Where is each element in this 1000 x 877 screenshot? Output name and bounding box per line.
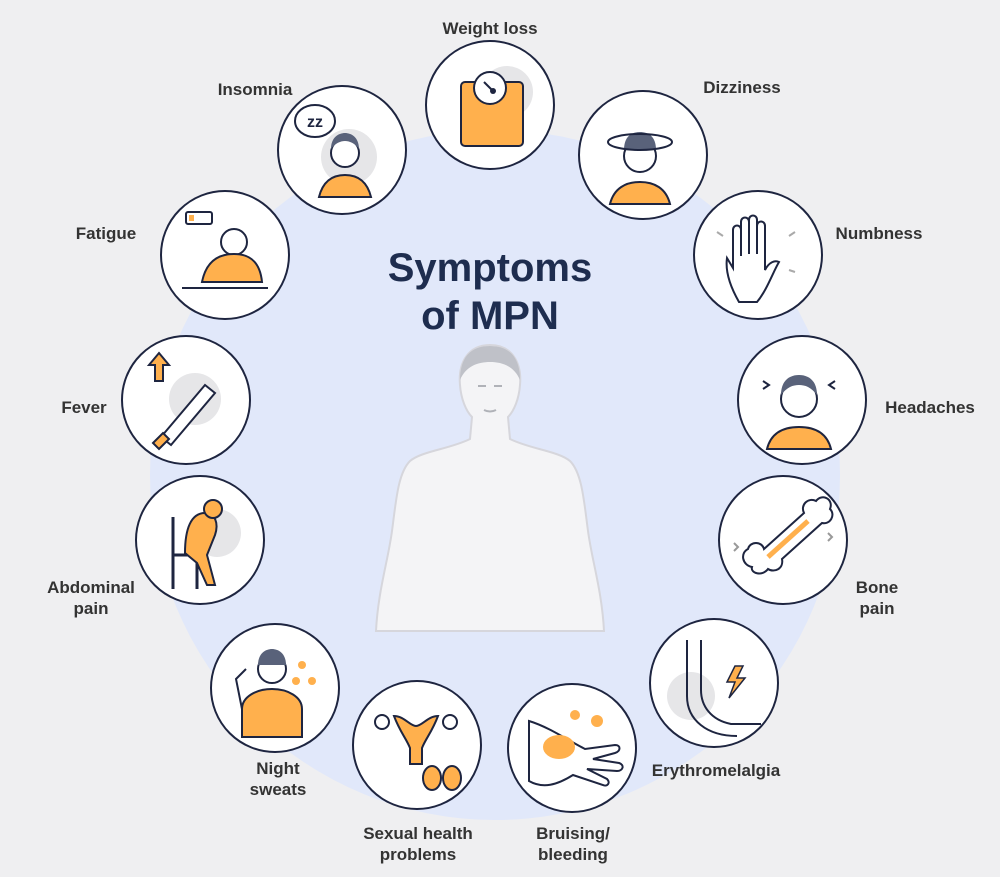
label-weight-loss: Weight loss	[442, 19, 538, 38]
label-insomnia: Insomnia	[217, 80, 293, 99]
fever-node	[121, 335, 251, 465]
scale-icon	[460, 66, 533, 147]
weight-loss-node	[425, 40, 555, 170]
label-fever: Fever	[61, 398, 107, 417]
dizziness-node	[578, 90, 708, 220]
insomnia-node: zz	[277, 85, 407, 215]
title-line-2: of MPN	[421, 294, 559, 338]
headaches-node	[737, 335, 867, 465]
tired-person-icon	[182, 211, 268, 289]
sweating-person-icon	[234, 649, 316, 738]
reproductive-organs-icon	[374, 714, 462, 791]
bone-icon	[733, 496, 834, 575]
label-night-sweats: Night sweats	[249, 759, 307, 799]
bruised-hand-icon	[528, 710, 624, 787]
label-erythromelalgia: Erythromelalgia	[651, 761, 781, 780]
label-dizziness: Dizziness	[703, 78, 781, 97]
sexual-health-node	[352, 680, 482, 810]
title-line-1: Symptoms	[387, 246, 593, 290]
label-bone-pain: Bone pain	[855, 578, 899, 618]
human-body-illustration	[374, 343, 606, 632]
sitting-person-icon	[171, 499, 241, 589]
label-sexual-health: Sexual health problems	[363, 824, 473, 864]
hand-icon	[716, 214, 796, 303]
night-sweats-node	[210, 623, 340, 753]
fatigue-node	[160, 190, 290, 320]
bone-pain-node	[718, 475, 848, 605]
thermometer-icon	[146, 351, 221, 451]
label-headaches: Headaches	[885, 398, 975, 417]
dizzy-person-icon	[607, 132, 673, 205]
abdominal-pain-node	[135, 475, 265, 605]
bruising-node	[507, 683, 637, 813]
label-numbness: Numbness	[835, 224, 923, 243]
label-abdominal-pain: Abdominal pain	[47, 578, 135, 618]
numbness-node	[693, 190, 823, 320]
label-fatigue: Fatigue	[75, 224, 137, 243]
label-bruising: Bruising/ bleeding	[536, 824, 610, 864]
headache-person-icon	[762, 375, 836, 450]
sleepless-person-icon: zz	[294, 104, 377, 198]
page-title: Symptoms of MPN	[340, 244, 640, 340]
foot-icon	[667, 640, 761, 737]
erythromelalgia-node	[649, 618, 779, 748]
svg-text:zz: zz	[307, 114, 323, 131]
